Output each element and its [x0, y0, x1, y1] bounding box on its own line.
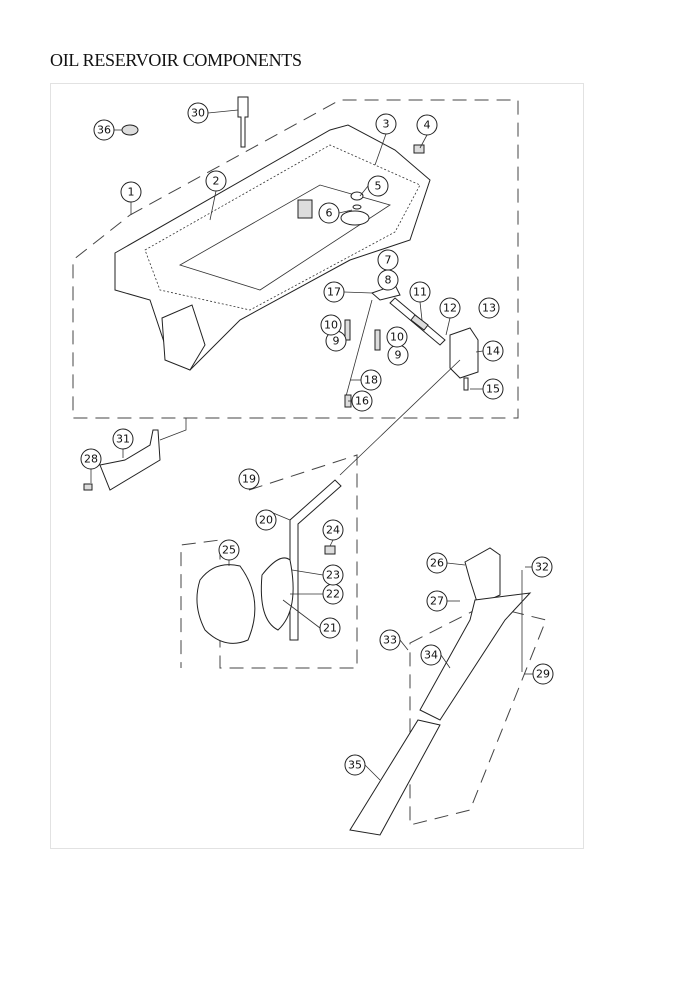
- svg-text:23: 23: [326, 569, 340, 582]
- callout-10[interactable]: 10: [386, 326, 408, 348]
- assembly-19-boundary: [180, 454, 358, 669]
- svg-text:18: 18: [364, 374, 378, 387]
- svg-text:7: 7: [385, 254, 392, 267]
- svg-text:21: 21: [323, 622, 337, 635]
- callout-21[interactable]: 21: [319, 617, 341, 639]
- svg-text:34: 34: [424, 649, 438, 662]
- callout-16[interactable]: 16: [351, 390, 373, 412]
- chute-part-35: [349, 719, 441, 836]
- oil-pan: [114, 124, 431, 371]
- svg-text:27: 27: [430, 595, 444, 608]
- diagram-frame: [50, 83, 584, 849]
- svg-text:33: 33: [383, 634, 397, 647]
- svg-text:20: 20: [259, 514, 273, 527]
- callout-11[interactable]: 11: [409, 281, 431, 303]
- callout-14[interactable]: 14: [482, 340, 504, 362]
- callout-9[interactable]: 9: [387, 344, 409, 366]
- callout-35[interactable]: 35: [344, 754, 366, 776]
- callout-15[interactable]: 15: [482, 378, 504, 400]
- svg-text:22: 22: [326, 588, 340, 601]
- svg-text:32: 32: [535, 561, 549, 574]
- callout-2[interactable]: 2: [205, 170, 227, 192]
- chute-part-34: [419, 592, 532, 721]
- callout-34[interactable]: 34: [420, 644, 442, 666]
- svg-text:10: 10: [390, 331, 404, 344]
- svg-text:19: 19: [242, 473, 256, 486]
- block-part-14: [449, 327, 479, 379]
- callout-30[interactable]: 30: [187, 102, 209, 124]
- drain-bolt-part-4: [413, 144, 425, 154]
- callout-18[interactable]: 18: [360, 369, 382, 391]
- callout-29[interactable]: 29: [532, 663, 554, 685]
- svg-text:9: 9: [333, 335, 340, 348]
- disc-part-22: [260, 557, 294, 631]
- callout-3[interactable]: 3: [375, 113, 397, 135]
- svg-text:15: 15: [486, 383, 500, 396]
- lever-part-20: [289, 479, 342, 641]
- svg-text:11: 11: [413, 286, 427, 299]
- svg-text:26: 26: [430, 557, 444, 570]
- assembly-33-boundary: [409, 604, 547, 826]
- callout-17[interactable]: 17: [323, 281, 345, 303]
- callout-24[interactable]: 24: [322, 519, 344, 541]
- svg-text:30: 30: [191, 107, 205, 120]
- svg-text:16: 16: [355, 395, 369, 408]
- cover-part-25: [196, 564, 256, 644]
- plug-part-36: [121, 124, 139, 136]
- callout-6[interactable]: 6: [318, 202, 340, 224]
- callout-8[interactable]: 8: [377, 269, 399, 291]
- svg-text:12: 12: [443, 302, 457, 315]
- callout-28[interactable]: 28: [80, 448, 102, 470]
- callout-7[interactable]: 7: [377, 249, 399, 271]
- leader-lines: [90, 109, 533, 781]
- dipstick-part-30: [237, 96, 249, 148]
- callout-26[interactable]: 26: [426, 552, 448, 574]
- svg-text:2: 2: [213, 175, 220, 188]
- callout-12[interactable]: 12: [439, 297, 461, 319]
- callout-27[interactable]: 27: [426, 590, 448, 612]
- callout-5[interactable]: 5: [367, 175, 389, 197]
- svg-text:13: 13: [482, 302, 496, 315]
- callout-36[interactable]: 36: [93, 119, 115, 141]
- callout-31[interactable]: 31: [112, 428, 134, 450]
- bracket-part-31: [99, 429, 161, 491]
- svg-text:8: 8: [385, 274, 392, 287]
- callout-25[interactable]: 25: [218, 539, 240, 561]
- callout-4[interactable]: 4: [416, 114, 438, 136]
- svg-text:17: 17: [327, 286, 341, 299]
- svg-text:31: 31: [116, 433, 130, 446]
- svg-text:24: 24: [326, 524, 340, 537]
- assembly-1-boundary: [72, 99, 519, 419]
- svg-text:36: 36: [97, 124, 111, 137]
- callout-13[interactable]: 13: [478, 297, 500, 319]
- svg-text:35: 35: [348, 759, 362, 772]
- svg-text:1: 1: [128, 186, 135, 199]
- callout-10[interactable]: 10: [320, 314, 342, 336]
- svg-text:28: 28: [84, 453, 98, 466]
- bracket-part-26: [464, 547, 501, 606]
- svg-text:14: 14: [486, 345, 500, 358]
- page-title: OIL RESERVOIR COMPONENTS: [50, 50, 302, 70]
- callout-20[interactable]: 20: [255, 509, 277, 531]
- callout-22[interactable]: 22: [322, 583, 344, 605]
- svg-text:5: 5: [375, 180, 382, 193]
- svg-text:4: 4: [424, 119, 431, 132]
- svg-text:29: 29: [536, 668, 550, 681]
- callout-23[interactable]: 23: [322, 564, 344, 586]
- svg-text:25: 25: [222, 544, 236, 557]
- svg-text:3: 3: [383, 118, 390, 131]
- svg-text:6: 6: [326, 207, 333, 220]
- svg-text:10: 10: [324, 319, 338, 332]
- svg-text:9: 9: [395, 349, 402, 362]
- callout-19[interactable]: 19: [238, 468, 260, 490]
- callout-32[interactable]: 32: [531, 556, 553, 578]
- callout-1[interactable]: 1: [120, 181, 142, 203]
- callout-33[interactable]: 33: [379, 629, 401, 651]
